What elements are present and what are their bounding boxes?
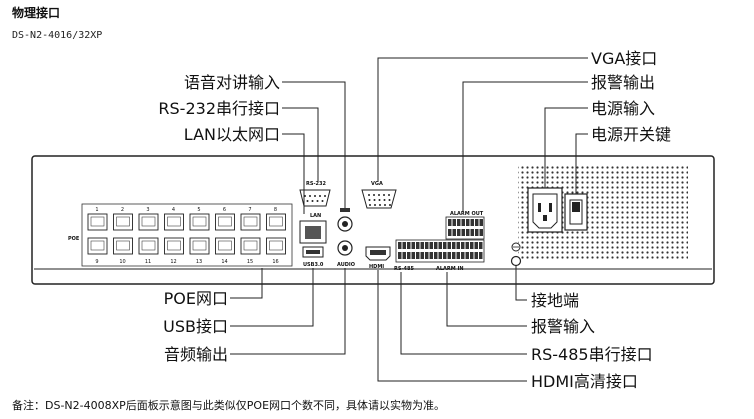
poe-port-number: 1 [95,207,98,213]
poe-port-number: 11 [145,259,151,265]
panel-label-rs485: RS-485 [394,266,414,272]
poe-port-number: 6 [223,207,226,213]
alarm-out-pins [448,219,483,236]
panel-label-audio: AUDIO [337,262,355,268]
panel-label-alarm-in: ALARM IN [436,266,464,272]
label-rs232: RS-232串行接口 [158,99,280,118]
poe-port-number: 10 [119,259,125,265]
poe-port-number: 12 [170,259,176,265]
poe-port-number: 5 [197,207,200,213]
label-audio-out: 音频输出 [164,345,228,364]
model-number: DS-N2-4016/32XP [12,30,103,41]
audio-in-jack-core [342,221,348,227]
poe-port-number: 3 [146,207,149,213]
label-power-in: 电源输入 [591,99,655,118]
poe-port-number: 16 [272,259,278,265]
vga-connector [361,189,397,209]
label-usb: USB接口 [163,317,228,336]
usb-port-inner [306,250,320,254]
rs232-pins [304,195,326,202]
ground-terminal [510,255,522,267]
label-alarm-in: 报警输入 [531,317,595,336]
poe-port-number: 8 [274,207,277,213]
poe-port-number: 2 [121,207,124,213]
poe-port-number: 15 [247,259,253,265]
label-rs485: RS-485串行接口 [531,345,653,364]
poe-port-number: 9 [95,259,98,265]
poe-ports: 1 9 2 10 3 11 4 12 5 13 6 14 7 15 8 16 [87,207,286,265]
panel-label-rs232: RS-232 [306,181,326,187]
callout-lines [230,57,588,382]
label-audio-talk-in: 语音对讲输入 [184,73,280,92]
poe-port-number: 4 [172,207,175,213]
panel-label-lan: LAN [310,213,321,219]
audio-in-marker [340,208,350,212]
label-lan: LAN以太网口 [184,125,280,144]
vga-pins [368,194,391,206]
label-alarm-out: 报警输出 [591,73,655,92]
poe-port-number: 14 [221,259,227,265]
poe-port-number: 7 [248,207,251,213]
footer-note: 备注：DS-N2-4008XP后面板示意图与此类似仅POE网口个数不同，具体请以… [12,399,446,412]
lan-port-inner [305,226,321,239]
panel-label-usb: USB3.0 [303,262,324,268]
hdmi-port-inner [370,250,386,255]
panel-label-poe: POE [68,236,80,242]
alarm-in-pins [398,242,483,259]
audio-out-jack-core [342,245,348,251]
label-power-switch: 电源开关键 [591,125,671,144]
label-vga: VGA接口 [591,49,657,68]
poe-port-number: 13 [196,259,202,265]
panel-label-hdmi: HDMI [369,264,384,270]
label-ground: 接地端 [531,291,579,310]
page-title: 物理接口 [12,6,61,20]
panel-label-alarm-out: ALARM OUT [450,211,484,217]
poe-port-block [81,203,293,267]
label-hdmi: HDMI高清接口 [531,372,638,391]
label-poe: POE网口 [164,289,228,308]
panel-label-vga: VGA [371,181,383,187]
